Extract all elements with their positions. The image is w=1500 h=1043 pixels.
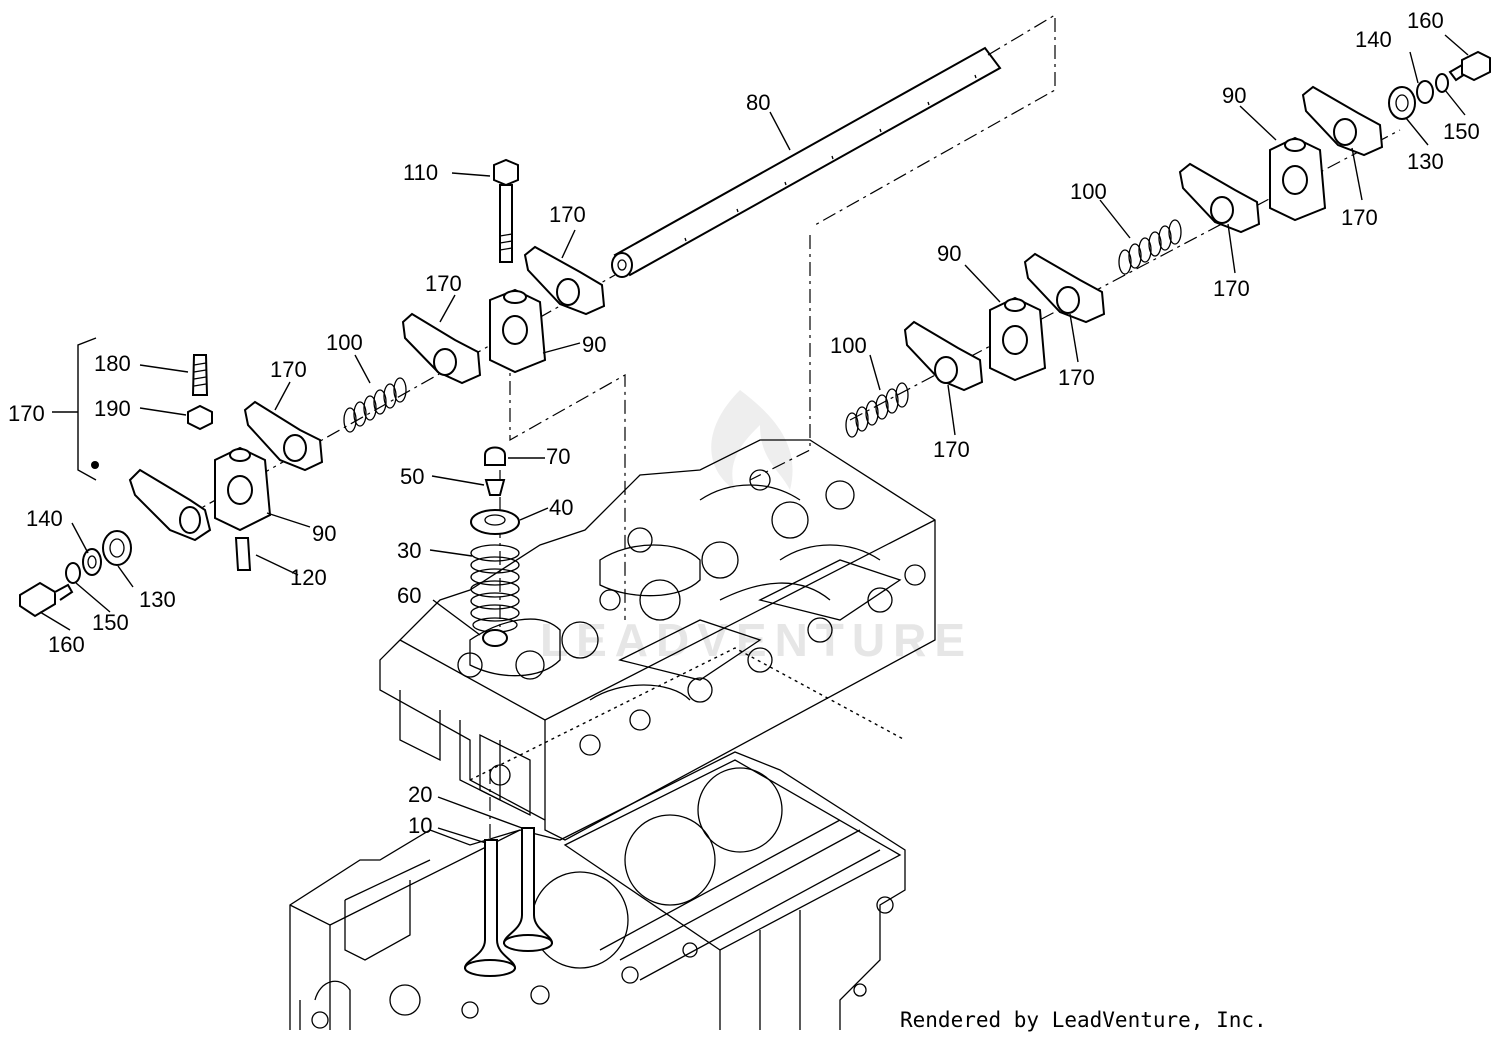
rocker-bracket-90-center — [489, 288, 547, 374]
rocker-arm-170-c — [523, 245, 606, 316]
callout-110: 110 — [403, 160, 438, 185]
washer-130-right — [1388, 86, 1416, 120]
valve-seal-60 — [482, 629, 508, 647]
rocker-arm-170-a — [243, 400, 324, 472]
spring-retainer-40 — [470, 509, 520, 535]
cylinder-head — [379, 439, 936, 841]
watermark: LEADVENTURE — [540, 390, 973, 666]
left-rocker-assembly — [19, 158, 606, 618]
callout-80: 80 — [746, 90, 770, 115]
callout-20: 20 — [408, 782, 432, 807]
callout-190: 190 — [94, 396, 131, 421]
group-bracket-170 — [77, 337, 97, 481]
cylinder-block — [289, 751, 906, 1030]
washer-140-left — [82, 548, 102, 576]
spring-100-top-right — [1118, 219, 1182, 275]
rocker-bracket-90-left — [214, 446, 272, 532]
callout-100-left: 100 — [326, 330, 363, 355]
callout-150-right: 150 — [1443, 119, 1480, 144]
callout-130-right: 130 — [1407, 149, 1444, 174]
callout-labels: 80 110 170 170 90 100 170 180 190 170 90… — [8, 8, 1480, 838]
callout-100-mid-right: 100 — [830, 333, 867, 358]
spring-washer-150-right — [1435, 73, 1449, 93]
callout-170-b: 170 — [425, 271, 462, 296]
callout-50: 50 — [400, 464, 424, 489]
watermark-text: LEADVENTURE — [540, 614, 973, 666]
callout-180: 180 — [94, 351, 131, 376]
rocker-shaft — [611, 46, 1002, 278]
callout-60: 60 — [397, 583, 421, 608]
rocker-arm-170-b — [401, 312, 482, 385]
callout-90-center: 90 — [582, 332, 606, 357]
render-credit: Rendered by LeadVenture, Inc. — [900, 1008, 1267, 1032]
callout-90-top-right: 90 — [1222, 83, 1246, 108]
valve-spring-30 — [470, 544, 520, 633]
head-gasket-outline — [469, 647, 906, 781]
valve-keeper-50 — [484, 479, 506, 496]
callout-30: 30 — [397, 538, 421, 563]
spring-washer-150-left — [65, 562, 81, 584]
callout-170-f: 170 — [1213, 276, 1250, 301]
callout-170-a: 170 — [270, 357, 307, 382]
rocker-arm-170-e — [1023, 252, 1106, 324]
callout-170-e: 170 — [1058, 365, 1095, 390]
rocker-bracket-90-top-right — [1269, 136, 1327, 222]
rocker-arm-170-d — [903, 320, 984, 392]
spring-100-mid-right — [845, 382, 909, 438]
bolt-110 — [493, 158, 519, 263]
pin-120 — [234, 537, 252, 571]
callout-40: 40 — [549, 495, 573, 520]
washer-130-left — [102, 530, 132, 566]
callout-130-left: 130 — [139, 587, 176, 612]
nut-190 — [187, 404, 213, 431]
washer-140-right — [1416, 80, 1434, 104]
bolt-160-left — [19, 581, 74, 618]
callout-10: 10 — [408, 813, 432, 838]
callout-90-left: 90 — [312, 521, 336, 546]
callout-160-left: 160 — [48, 632, 85, 657]
callout-120: 120 — [290, 565, 327, 590]
valve-train — [463, 446, 554, 977]
callout-100-top-right: 100 — [1070, 179, 1107, 204]
callout-150-left: 150 — [92, 610, 129, 635]
spring-100-left — [343, 377, 407, 433]
callout-170-g: 170 — [1341, 205, 1378, 230]
adjusting-screw-180 — [191, 354, 209, 396]
valve-20 — [502, 827, 554, 952]
callout-140-left: 140 — [26, 506, 63, 531]
callout-170-d: 170 — [933, 437, 970, 462]
rocker-bracket-90-mid-right — [989, 296, 1047, 382]
rocker-arm-170-g — [1301, 85, 1384, 157]
valve-10 — [463, 839, 517, 977]
leader-lines — [39, 34, 1469, 844]
callout-170-c: 170 — [549, 202, 586, 227]
callout-70: 70 — [546, 444, 570, 469]
bolt-160-right — [1448, 50, 1491, 82]
callout-140-right: 140 — [1355, 27, 1392, 52]
callout-170-group: 170 — [8, 401, 45, 426]
valve-cap-70 — [484, 446, 506, 466]
assembly-centerlines — [179, 13, 1401, 840]
callout-160-right: 160 — [1407, 8, 1444, 33]
rocker-arm-170-left — [91, 461, 212, 542]
right-rocker-assembly — [845, 50, 1491, 438]
callout-90-mid-right: 90 — [937, 241, 961, 266]
rocker-arm-170-f — [1178, 162, 1261, 234]
